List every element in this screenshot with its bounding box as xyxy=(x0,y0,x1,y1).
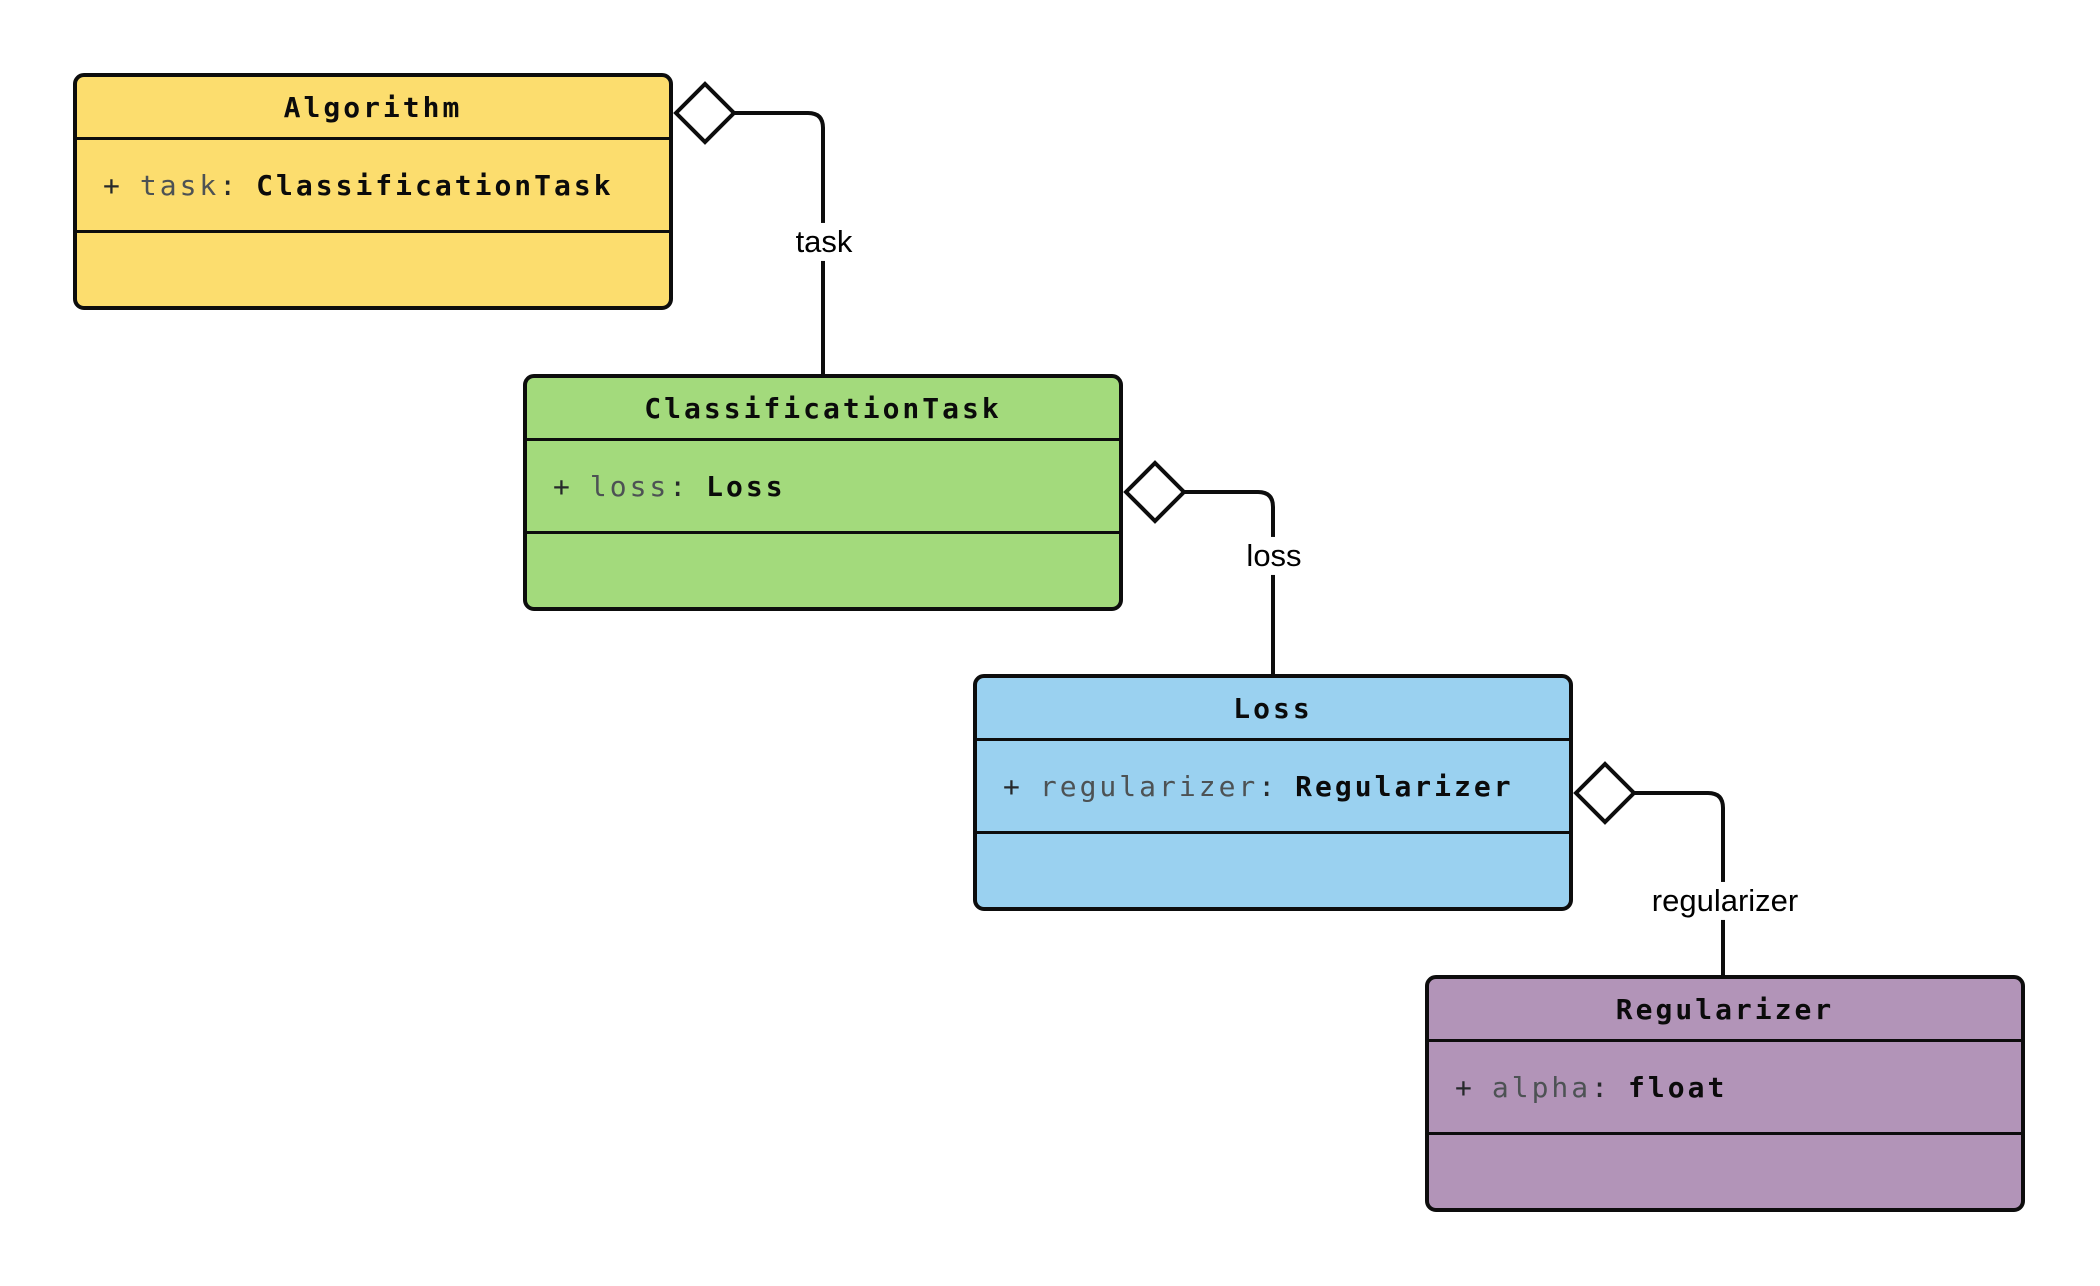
edge-label-task: task xyxy=(786,222,862,262)
attribute-visibility: + xyxy=(103,168,123,202)
aggregation-edge-task xyxy=(676,111,825,374)
aggregation-diamond-icon xyxy=(1573,761,1637,825)
edge-label-regularizer: regularizer xyxy=(1642,881,1808,921)
class-box-loss: Loss + regularizer : Regularizer xyxy=(973,674,1573,911)
attribute-separator: : xyxy=(1258,769,1279,803)
aggregation-edge-loss xyxy=(1126,490,1275,674)
class-attribute: + task : ClassificationTask xyxy=(77,140,669,233)
attribute-visibility: + xyxy=(1455,1070,1475,1104)
attribute-type: Loss xyxy=(706,469,786,503)
attribute-name: task xyxy=(139,168,220,202)
class-title: Algorithm xyxy=(77,77,669,140)
aggregation-edge-regularizer xyxy=(1576,791,1725,975)
class-empty-section xyxy=(77,233,669,306)
attribute-type: Regularizer xyxy=(1295,769,1514,803)
attribute-type: ClassificationTask xyxy=(256,168,614,202)
attribute-separator: : xyxy=(1591,1070,1612,1104)
class-box-regularizer: Regularizer + alpha : float xyxy=(1425,975,2025,1212)
class-attribute: + regularizer : Regularizer xyxy=(977,741,1569,834)
attribute-name: loss xyxy=(589,469,670,503)
class-attribute: + alpha : float xyxy=(1429,1042,2021,1135)
class-empty-section xyxy=(977,834,1569,907)
attribute-type: float xyxy=(1628,1070,1728,1104)
class-box-classification-task: ClassificationTask + loss : Loss xyxy=(523,374,1123,611)
class-empty-section xyxy=(527,534,1119,607)
class-title: Loss xyxy=(977,678,1569,741)
attribute-visibility: + xyxy=(553,469,573,503)
attribute-visibility: + xyxy=(1003,769,1023,803)
edge-label-loss: loss xyxy=(1237,536,1311,576)
attribute-separator: : xyxy=(219,168,240,202)
attribute-separator: : xyxy=(669,469,690,503)
class-title: Regularizer xyxy=(1429,979,2021,1042)
aggregation-diamond-icon xyxy=(1123,460,1187,524)
class-attribute: + loss : Loss xyxy=(527,441,1119,534)
aggregation-diamond-icon xyxy=(673,81,737,145)
class-box-algorithm: Algorithm + task : ClassificationTask xyxy=(73,73,673,310)
class-empty-section xyxy=(1429,1135,2021,1208)
attribute-name: alpha xyxy=(1491,1070,1592,1104)
attribute-name: regularizer xyxy=(1039,769,1259,803)
class-title: ClassificationTask xyxy=(527,378,1119,441)
